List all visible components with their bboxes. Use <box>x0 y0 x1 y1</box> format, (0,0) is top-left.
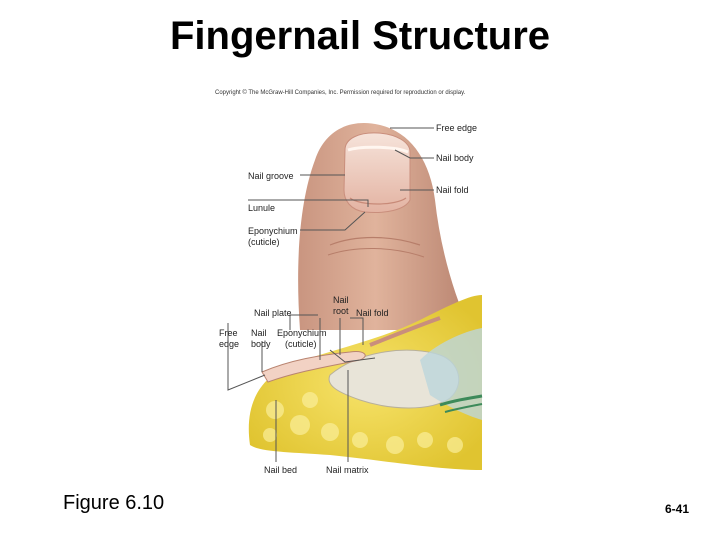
copyright-notice: Copyright © The McGraw-Hill Companies, I… <box>215 90 466 96</box>
label-nail-root-line2: root <box>333 306 349 316</box>
label-eponychium-top-line2: (cuticle) <box>248 237 280 247</box>
label-nail-plate: Nail plate <box>254 308 292 318</box>
label-eponychium-bottom-line1: Eponychium <box>277 328 327 338</box>
label-nail-body-bottom-line1: Nail <box>251 328 267 338</box>
label-nail-fold-bottom: Nail fold <box>356 308 389 318</box>
label-eponychium-top-line1: Eponychium <box>248 226 298 236</box>
figure-label: Figure 6.10 <box>63 492 165 514</box>
label-nail-root: Nail root <box>333 295 349 317</box>
label-eponychium-top: Eponychium (cuticle) <box>248 226 298 248</box>
label-lunule: Lunule <box>248 203 276 213</box>
label-nail-fold-top: Nail fold <box>436 185 469 195</box>
label-nail-body-top: Nail body <box>436 153 474 163</box>
page-number: 6-41 <box>665 502 690 516</box>
label-free-edge-top: Free edge <box>436 123 478 133</box>
label-free-edge-bottom-line2: edge <box>219 339 240 349</box>
label-nail-body-bottom-line2: body <box>251 339 271 349</box>
label-nail-body-bottom: Nail body <box>251 328 271 350</box>
label-nail-bed: Nail bed <box>264 465 298 475</box>
finger-cross-section <box>248 295 483 470</box>
label-eponychium-bottom-line2: (cuticle) <box>285 339 317 349</box>
label-nail-matrix: Nail matrix <box>326 465 369 475</box>
leader-lines <box>227 127 434 462</box>
label-nail-root-line1: Nail <box>333 295 349 305</box>
label-nail-groove: Nail groove <box>248 171 294 181</box>
slide-title: Fingernail Structure <box>169 14 551 58</box>
label-free-edge-bottom-line1: Free <box>219 328 238 338</box>
label-free-edge-bottom: Free edge <box>219 328 239 350</box>
label-eponychium-bottom: Eponychium (cuticle) <box>277 328 327 350</box>
